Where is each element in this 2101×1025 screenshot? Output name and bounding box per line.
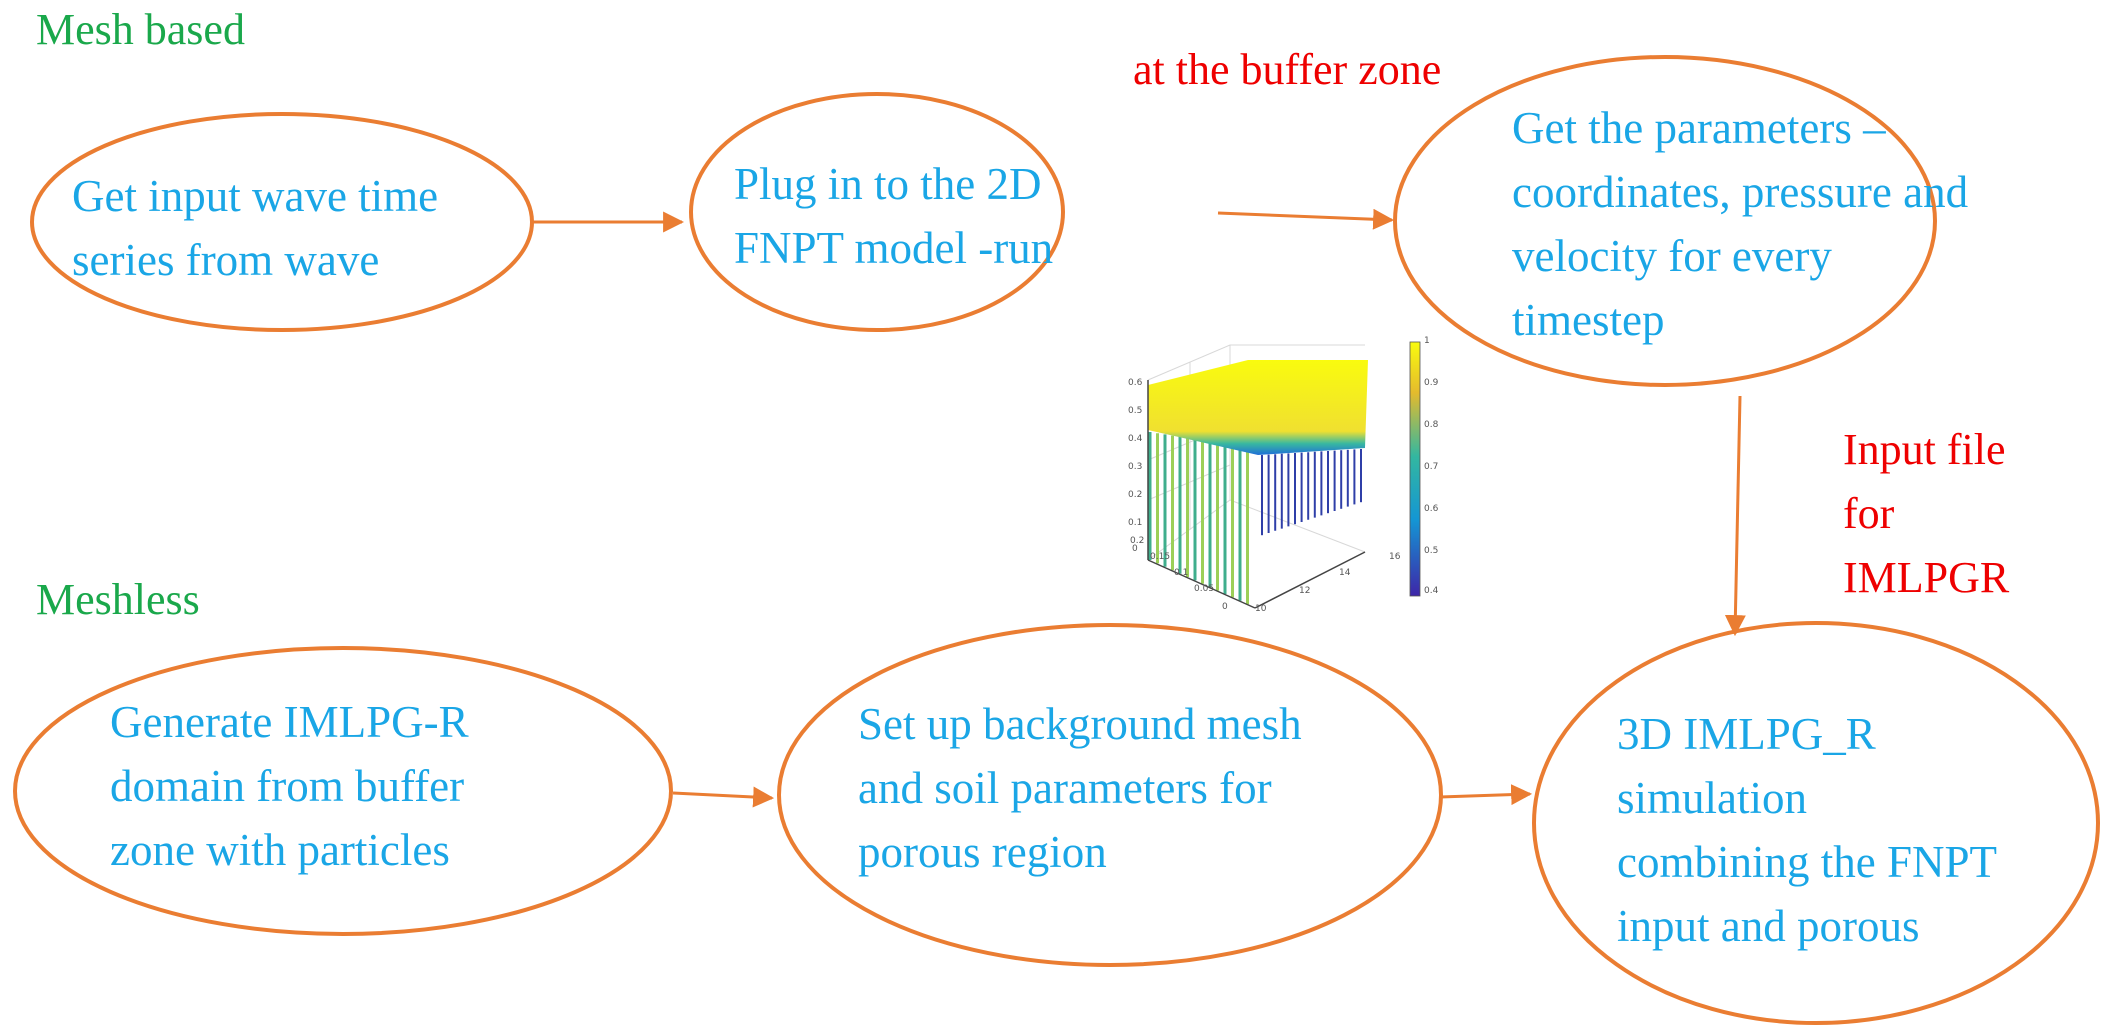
section-mesh-based: Mesh based [36, 5, 245, 54]
arrow-plug-to-params [1217, 208, 1395, 230]
x-tick: 10 [1255, 604, 1267, 614]
depth-tick: 0 [1222, 602, 1228, 612]
node-line: 3D IMLPG_R [1617, 709, 1876, 759]
node-line: coordinates, pressure and [1512, 167, 1969, 217]
colorbar-tick: 0.8 [1424, 420, 1439, 430]
depth-tick: 0.05 [1194, 584, 1215, 594]
x-tick: 16 [1389, 552, 1401, 562]
node-setup-ellipse [777, 623, 1443, 967]
note-input-file-line: for [1843, 489, 1895, 538]
node-line: Generate IMLPG-R [110, 697, 469, 747]
node-line: timestep [1512, 295, 1665, 345]
node-line: Get input wave time [72, 171, 439, 221]
x-tick: 14 [1339, 568, 1351, 578]
note-input-file: Input file for IMLPGR [1843, 418, 2009, 610]
node-get-params: Get the parameters – coordinates, pressu… [1512, 96, 1968, 352]
colorbar-tick: 0.6 [1424, 504, 1439, 514]
note-input-file-line: Input file [1843, 425, 2006, 474]
node-line: velocity for every [1512, 231, 1832, 281]
node-get-input: Get input wave time series from wave [72, 164, 438, 292]
note-input-file-line: IMLPGR [1843, 553, 2010, 602]
x-tick: 12 [1299, 586, 1311, 596]
node-line: simulation [1617, 773, 1807, 823]
arrow-params-to-simulation [1724, 395, 1746, 637]
node-line: Plug in to the 2D [734, 159, 1042, 209]
y-tick: 0.1 [1128, 518, 1143, 528]
note-buffer-zone: at the buffer zone [1133, 45, 1442, 94]
y-tick: 0.3 [1128, 462, 1143, 472]
colorbar-tick: 0.4 [1424, 586, 1439, 596]
node-line: zone with particles [110, 825, 450, 875]
arrow-setup-to-simulation [1439, 784, 1533, 806]
y-tick: 0 [1132, 544, 1138, 554]
depth-tick: 0.15 [1150, 552, 1171, 562]
colorbar-tick: 0.9 [1424, 378, 1439, 388]
depth-tick: 0.1 [1174, 568, 1189, 578]
node-line: Get the parameters – [1512, 103, 1886, 153]
colorbar [1409, 341, 1421, 597]
node-line: Set up background mesh [858, 699, 1302, 749]
node-line: domain from buffer [110, 761, 465, 811]
node-plug-in: Plug in to the 2D FNPT model -run [734, 152, 1053, 280]
colorbar-tick: 0.7 [1424, 462, 1439, 472]
y-tick: 0.5 [1128, 406, 1143, 416]
node-simulation-ellipse [1532, 621, 2100, 1025]
colorbar-tick: 1 [1424, 336, 1430, 346]
node-get-params-ellipse [1393, 55, 1937, 387]
node-simulation: 3D IMLPG_R simulation combining the FNPT… [1617, 702, 1997, 958]
node-line: input and porous [1617, 901, 1920, 951]
node-line: FNPT model -run [734, 223, 1054, 273]
node-line: and soil parameters for [858, 763, 1272, 813]
depth-tick: 0.2 [1130, 536, 1145, 546]
arrow-generate-to-setup [672, 786, 775, 808]
y-tick: 0.2 [1128, 490, 1143, 500]
inset-3d-plot [1147, 341, 1421, 609]
y-tick: 0.6 [1128, 378, 1143, 388]
node-setup: Set up background mesh and soil paramete… [858, 692, 1302, 884]
node-generate: Generate IMLPG-R domain from buffer zone… [110, 690, 469, 882]
node-line: combining the FNPT [1617, 837, 1997, 887]
node-line: porous region [858, 827, 1107, 877]
node-line: series from wave [72, 235, 380, 285]
node-plug-in-ellipse [689, 92, 1065, 332]
colorbar-tick: 0.5 [1424, 546, 1439, 556]
node-generate-ellipse [13, 646, 673, 936]
section-meshless: Meshless [36, 575, 200, 624]
y-tick: 0.4 [1128, 434, 1143, 444]
